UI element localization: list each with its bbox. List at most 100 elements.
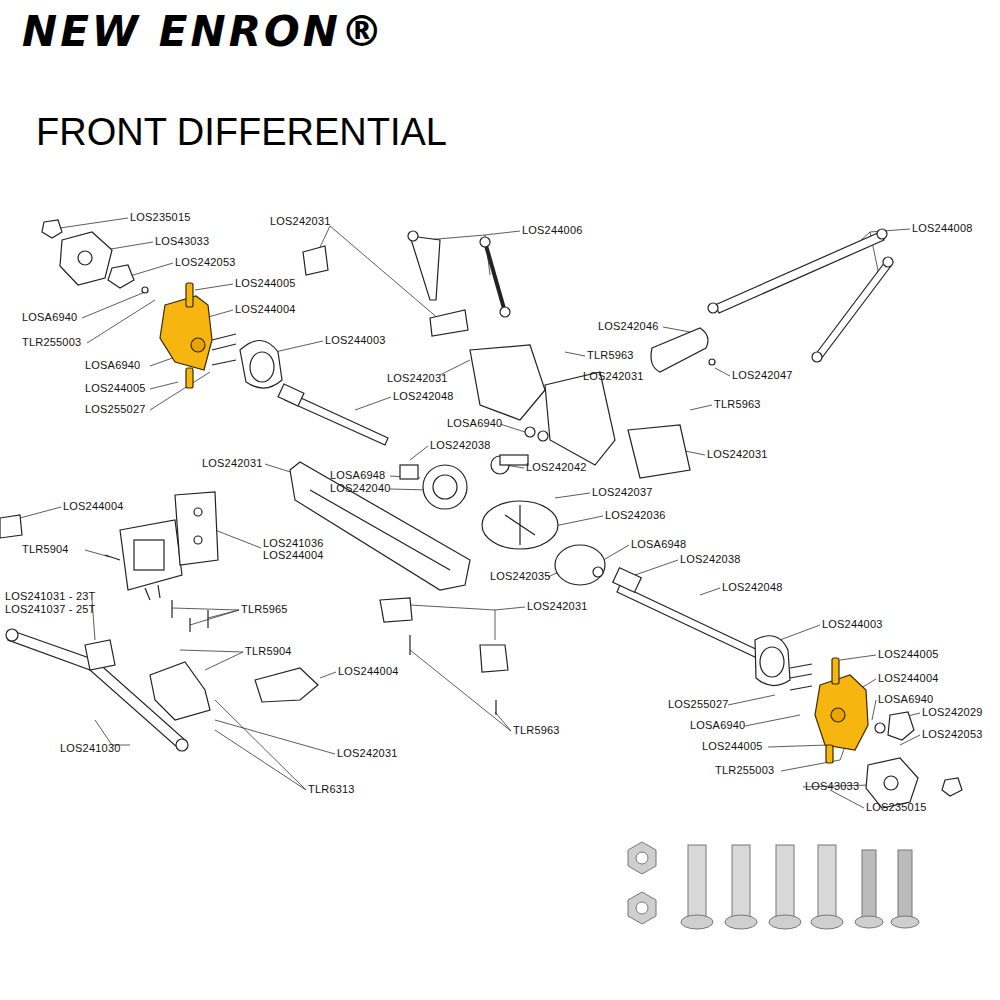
leader-lines xyxy=(150,382,178,389)
part-number: TLR5963 xyxy=(513,724,560,737)
steering-knuckle xyxy=(240,340,282,388)
part-number: LOS244004 xyxy=(263,549,324,562)
steering-bellcrank xyxy=(480,645,508,672)
links xyxy=(815,262,891,359)
leader-lines xyxy=(275,341,323,352)
hardware-photo xyxy=(776,845,794,917)
hex-hub xyxy=(142,287,148,293)
part-number: LOS244004 xyxy=(235,303,296,316)
part-number: LOS255027 xyxy=(668,698,729,711)
steering-links xyxy=(303,231,510,336)
hex-hub xyxy=(108,265,134,288)
leader-lines xyxy=(20,507,61,518)
part-number: LOS242038 xyxy=(430,439,491,452)
steering-bellcrank xyxy=(171,600,172,618)
steering-links xyxy=(480,237,490,247)
leader-lines xyxy=(663,327,690,332)
steering-knuckle xyxy=(212,334,236,340)
part-number: LOSA6948 xyxy=(330,469,385,482)
diff-housing xyxy=(628,425,690,478)
hardware-photo xyxy=(636,852,648,864)
part-number: LOS242031 xyxy=(583,370,644,383)
steering-links xyxy=(430,310,468,336)
part-number: LOS244004 xyxy=(338,665,399,678)
part-number: LOS241036 xyxy=(263,537,324,550)
steering-bellcrank xyxy=(207,610,208,628)
servo xyxy=(0,515,22,538)
hex-hub xyxy=(78,251,92,265)
hardware-photo xyxy=(681,915,713,929)
leader-lines xyxy=(410,446,428,460)
leader-lines xyxy=(355,397,391,410)
gold-carrier xyxy=(191,338,205,352)
steering-bellcrank xyxy=(495,700,496,715)
diff-housing xyxy=(290,462,470,590)
leader-lines xyxy=(830,790,864,808)
steering-knuckle xyxy=(755,636,790,686)
leader-lines xyxy=(215,720,335,754)
leader-lines xyxy=(635,560,678,575)
part-number: TLR255003 xyxy=(22,336,81,349)
leader-lines xyxy=(105,242,153,250)
links xyxy=(877,229,887,239)
part-number: LOSA6940 xyxy=(447,417,502,430)
steering-bellcrank xyxy=(85,640,115,670)
hardware-photo xyxy=(725,915,757,929)
steering-links xyxy=(500,307,510,317)
diff-housing xyxy=(545,372,615,465)
steering-knuckle xyxy=(212,334,282,388)
hardware-photo xyxy=(732,845,750,917)
axle-shaft xyxy=(278,384,304,406)
part-number: LOS244005 xyxy=(878,648,939,661)
part-number: LOS242031 xyxy=(527,600,588,613)
steering-bellcrank xyxy=(189,618,190,632)
hardware-photo xyxy=(811,915,843,929)
part-number: LOS242053 xyxy=(175,256,236,269)
part-number: LOS242042 xyxy=(526,461,587,474)
steering-knuckle xyxy=(760,647,784,677)
servo xyxy=(194,508,202,516)
part-number: LOS244005 xyxy=(702,740,763,753)
part-number: LOS244006 xyxy=(522,224,583,237)
part-number: LOS242031 xyxy=(707,448,768,461)
links xyxy=(812,352,822,362)
part-number: LOS235015 xyxy=(130,211,191,224)
hardware-photo xyxy=(769,915,801,929)
leader-lines xyxy=(565,352,585,356)
part-number: LOSA6948 xyxy=(631,538,686,551)
part-number: LOS244005 xyxy=(85,382,146,395)
part-number: LOS241031 - 23T xyxy=(5,590,95,603)
steering-knuckle xyxy=(790,686,812,690)
hex-hub xyxy=(888,712,914,740)
hex-hub xyxy=(942,778,962,796)
part-number: LOS242048 xyxy=(722,581,783,594)
part-number: LOS242038 xyxy=(680,553,741,566)
leader-lines xyxy=(150,372,210,410)
diff-housing xyxy=(470,345,545,420)
steering-knuckle xyxy=(790,664,812,668)
part-number: LOSA6940 xyxy=(22,311,77,324)
hex-hub xyxy=(884,776,898,790)
leader-lines xyxy=(60,218,128,228)
servo xyxy=(194,536,202,544)
part-number: LOS244004 xyxy=(878,672,939,685)
servo-saver xyxy=(651,328,715,372)
servo xyxy=(120,520,182,590)
part-number: LOS244004 xyxy=(63,500,124,513)
steering-knuckle xyxy=(790,674,812,678)
hex-hub xyxy=(60,232,112,285)
gold-carrier xyxy=(831,708,845,722)
gold-carrier xyxy=(826,745,833,763)
steering-bellcrank xyxy=(6,598,508,751)
hardware-photo xyxy=(862,850,876,918)
part-number: LOS244005 xyxy=(235,277,296,290)
gold-carrier xyxy=(186,283,193,307)
leader-lines xyxy=(215,700,306,790)
steering-knuckle xyxy=(755,636,812,690)
gears xyxy=(423,465,467,509)
part-number: LOS242036 xyxy=(605,509,666,522)
part-number: TLR6313 xyxy=(308,783,355,796)
leader-lines xyxy=(82,292,145,318)
leader-lines xyxy=(87,300,155,343)
part-number: TLR5904 xyxy=(22,543,69,556)
